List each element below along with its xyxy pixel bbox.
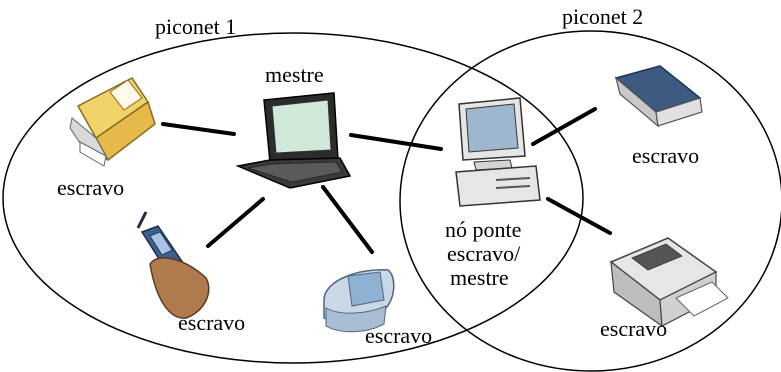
master-label: mestre	[265, 62, 324, 87]
link-master-bridge	[349, 133, 443, 151]
bridge-node-label-line-2: escravo/	[447, 241, 521, 266]
inkjet-printer-icon	[69, 77, 156, 167]
link-master-pda	[321, 185, 374, 254]
scanner-label: escravo	[632, 143, 699, 168]
printer-left-label: escravo	[57, 175, 124, 200]
bridge-node-label-line-3: mestre	[450, 265, 509, 290]
connection-lines	[161, 107, 612, 254]
pda-icon	[323, 269, 395, 333]
laptop-icon	[235, 92, 352, 189]
bridge-node-label-line-1: nó ponte	[445, 217, 521, 242]
laser-printer-icon	[609, 237, 729, 328]
piconet-2-label: piconet 2	[562, 4, 643, 29]
pda-label: escravo	[365, 323, 432, 348]
phone-label: escravo	[178, 310, 245, 335]
printer-right-label: escravo	[600, 316, 667, 341]
link-printer-master	[161, 122, 236, 136]
piconet-2-boundary	[399, 30, 781, 372]
link-bridge-scanner	[531, 107, 597, 146]
link-bridge-printer	[546, 197, 612, 235]
piconet-1-boundary	[2, 32, 584, 364]
desktop-computer-icon	[455, 97, 541, 207]
link-master-phone	[206, 197, 265, 248]
mobile-phone-icon	[136, 211, 210, 319]
piconet-1-label: piconet 1	[155, 14, 236, 39]
scanner-icon	[614, 65, 703, 128]
